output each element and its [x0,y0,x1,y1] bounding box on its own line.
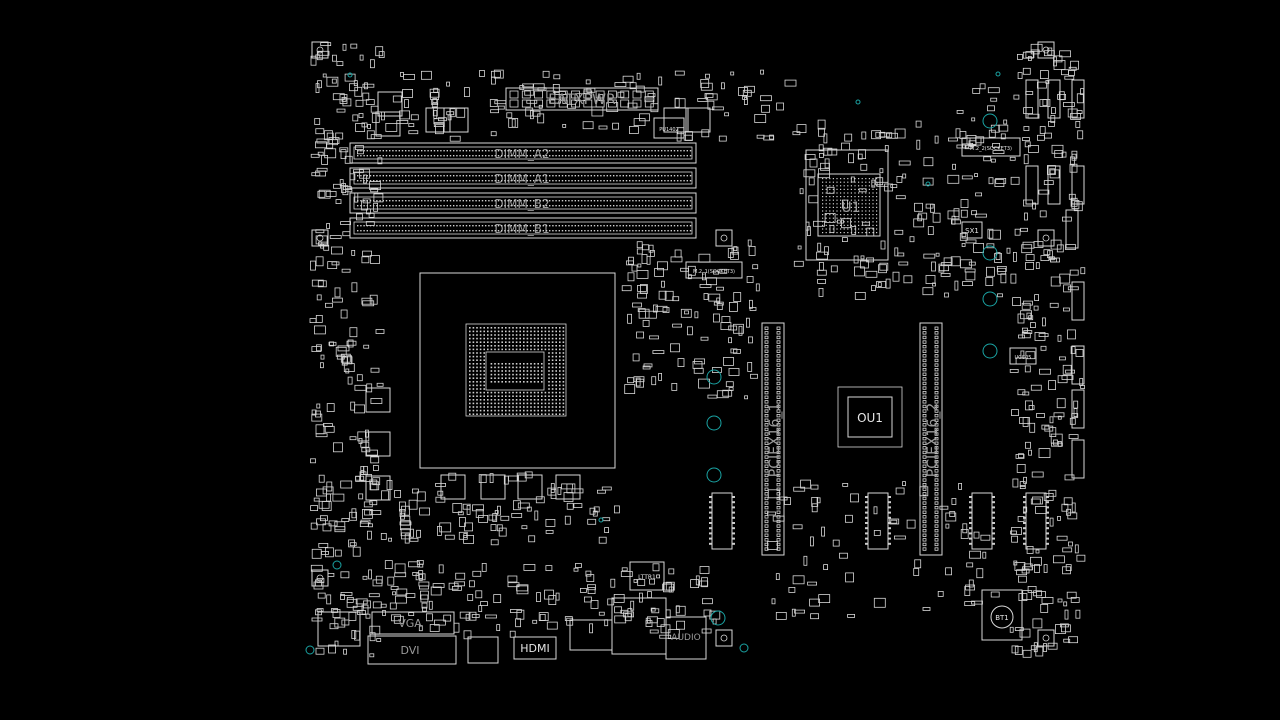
hdmi-port: HDMI [513,636,557,660]
dimm-slot-a2: DIMM_A2 [349,142,697,164]
pcie-slot-2: PCIEX16_2 [919,322,943,556]
audio-jack: AUDIO [665,616,707,660]
vga-port: VGA [371,611,455,635]
ou1-chip: OU1 [837,386,903,448]
misc-labeled-parts: SX1 UCC05 BT1 PU1402 [653,117,1037,641]
m2-slot-2: M.2_2(SOCKET3) [961,137,1021,157]
dimm-slot-a1: DIMM_A1 [349,167,697,189]
dimm-slot-b2: DIMM_B2 [349,192,697,214]
dimm-a1-label: DIMM_A1 [494,172,549,186]
lttr-label: LTTR1 [638,574,656,581]
atx-power-connector: EATXPWR [505,87,659,111]
cpu-socket [419,272,616,469]
dimm-b1-label: DIMM_B1 [494,222,549,236]
m2-1-label: M.2_1(SOCKET3) [693,269,735,275]
m2-2-label: M.2_2(SOCKET3) [970,146,1012,152]
rear-io: VGA DVI HDMI AUDIO LTTR1 [317,561,707,665]
dimm-slots: DIMM_A2 DIMM_A1 DIMM_B2 DIMM_B1 [349,142,697,239]
sx1-label: SX1 [965,227,979,235]
pcie-slot-1: PCIEX16_1 [761,322,785,556]
small-components-layer [309,41,1086,658]
m2-slot-1: M.2_1(SOCKET3) [685,261,743,279]
pch-label: U1 [841,200,860,216]
ucc-label: UCC05 [1014,355,1031,361]
ou1-label: OU1 [857,411,883,425]
dvi-port: DVI [367,635,457,665]
mounting-holes [305,71,1001,655]
audio-label: AUDIO [671,633,700,643]
dimm-b2-label: DIMM_B2 [494,197,549,211]
vga-label: VGA [398,617,422,630]
battery-label: BT1 [995,614,1009,622]
hdmi-label: HDMI [520,642,549,655]
pcie2-label: PCIEX16_2 [925,403,941,478]
pch-chip: U1 [805,149,889,261]
dimm-slot-b1: DIMM_B1 [349,217,697,239]
dimm-a2-label: DIMM_A2 [494,147,549,161]
pu-label: PU1402 [659,127,678,133]
atx-label: EATXPWR [548,92,616,108]
pcie1-label: PCIEX16_1 [767,403,783,478]
dvi-label: DVI [400,644,419,657]
